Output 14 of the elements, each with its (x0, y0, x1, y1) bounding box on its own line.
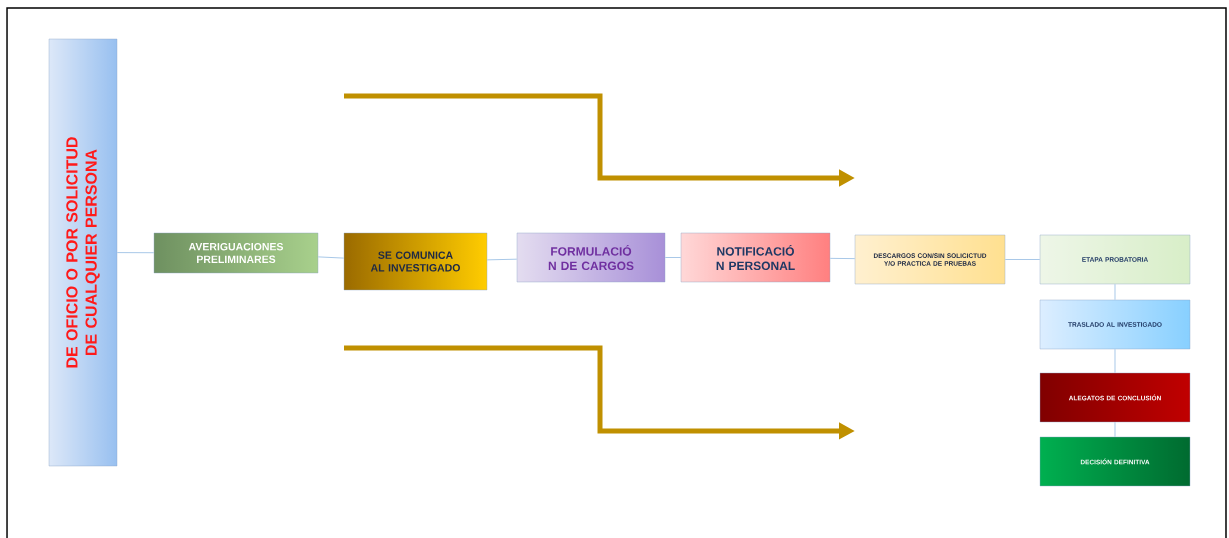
process-box: FORMULACIÓ N DE CARGOS (516, 232, 666, 283)
connector-line (116, 252, 155, 254)
connector-line (1114, 348, 1116, 374)
connector-line (664, 257, 682, 258)
process-box: DE OFICIO O POR SOLICITUD DE CUALQUIER PERSONA (48, 38, 118, 467)
connector-line (1004, 259, 1041, 260)
process-box: NOTIFICACIÓ N PERSONAL (680, 232, 831, 283)
process-box: SE COMUNICA AL INVESTIGADO (343, 232, 488, 291)
connector-line (486, 258, 518, 261)
connector-line (1114, 421, 1116, 438)
connector-line (1114, 283, 1116, 301)
process-box: AVERIGUACIONES PRELIMINARES (153, 232, 319, 274)
connector-line (829, 257, 856, 260)
connector-line (317, 256, 345, 259)
